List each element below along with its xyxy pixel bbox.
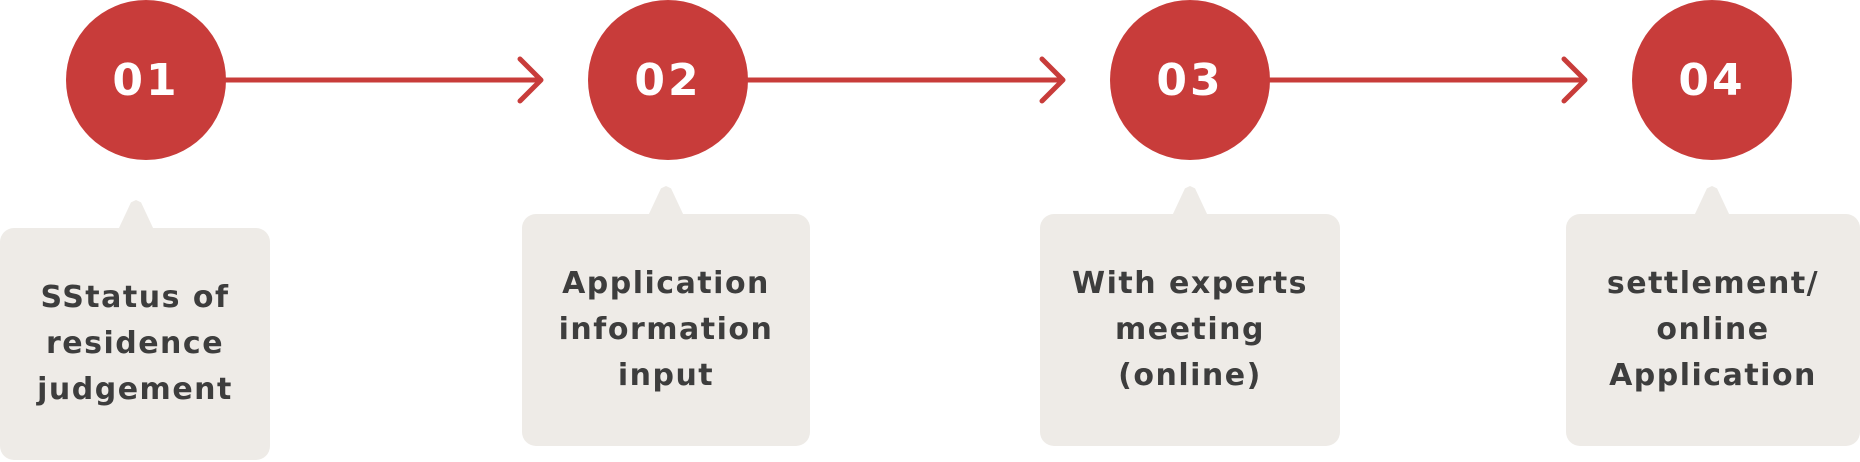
step-4-circle: 04 (1632, 0, 1792, 160)
step-1-bubble-pointer (118, 200, 154, 230)
step-3-label: With experts meeting (online) (1071, 266, 1309, 393)
arrow-2-icon (745, 56, 1066, 104)
step-4-number: 04 (1678, 54, 1746, 106)
step-2-circle: 02 (588, 0, 748, 160)
step-2-label: Application information input (558, 266, 774, 393)
step-4-label: settlement/ online Application (1606, 266, 1820, 393)
step-4-bubble: settlement/ online Application (1566, 186, 1860, 446)
step-3-bubble: With experts meeting (online) (1040, 186, 1340, 446)
step-1-circle: 01 (66, 0, 226, 160)
step-3-bubble-pointer (1172, 186, 1208, 216)
step-1-bubble: SStatus of residence judgement (0, 200, 270, 460)
step-2-number: 02 (634, 54, 702, 106)
step-2-bubble-pointer (648, 186, 684, 216)
step-1-label: SStatus of residence judgement (37, 280, 233, 407)
arrow-1-icon (223, 56, 544, 104)
step-3-number: 03 (1156, 54, 1224, 106)
arrow-3-icon (1267, 56, 1588, 104)
step-3-circle: 03 (1110, 0, 1270, 160)
step-1-number: 01 (112, 54, 180, 106)
step-2-bubble: Application information input (522, 186, 810, 446)
step-4-bubble-pointer (1694, 186, 1730, 216)
